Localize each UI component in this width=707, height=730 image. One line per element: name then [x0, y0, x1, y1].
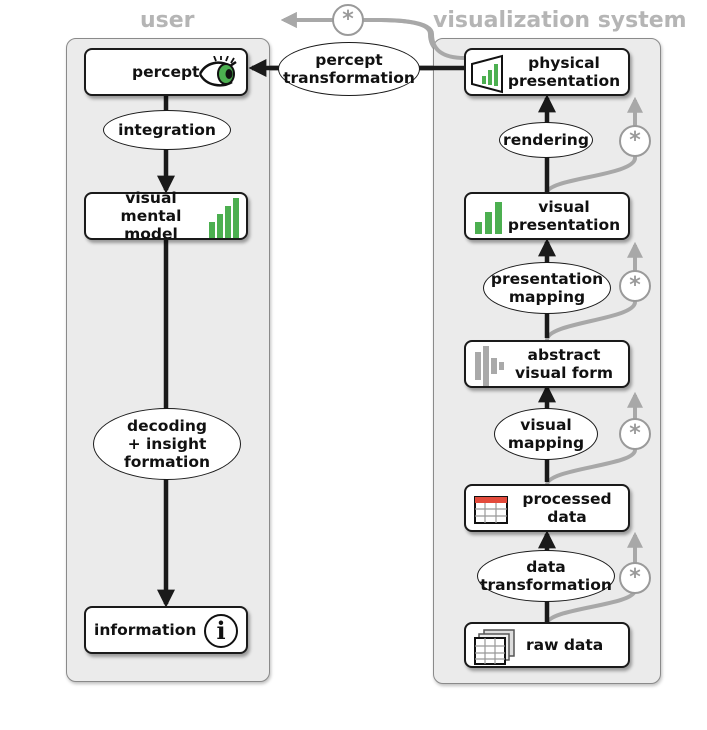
stacked-table-icon [474, 629, 515, 665]
feedback-path-presentation-mapping-overlay [545, 241, 643, 341]
visual-mapping-oval: visual mapping [494, 408, 598, 460]
abstract-visual-form-line1: abstract [527, 346, 601, 364]
feedback-path-visual-mapping-overlay [545, 391, 643, 486]
data-transformation-oval: data transformation [477, 550, 615, 602]
integration-label: integration [118, 121, 216, 139]
figure-caption [0, 708, 707, 730]
presentation-mapping-oval: presentation mapping [483, 262, 611, 314]
information-node: information i [84, 606, 248, 654]
percept-transformation-oval: percept transformation [278, 42, 420, 96]
bar-chart-icon [209, 198, 239, 238]
physical-presentation-line2: presentation [507, 72, 621, 90]
interaction-star-data-transformation: * [619, 562, 651, 594]
percept-transformation-line1: percept [315, 51, 383, 69]
visual-presentation-node: visual presentation [464, 192, 630, 240]
decoding-line3: formation [123, 453, 211, 471]
raw-data-node: raw data [464, 622, 630, 668]
percept-transformation-line2: transformation [283, 69, 415, 87]
visual-mental-model-node: visual mental model [84, 189, 248, 243]
abstract-visual-form-line2: visual form [514, 364, 614, 382]
info-icon: i [204, 614, 238, 648]
rendering-label: rendering [503, 131, 589, 149]
physical-presentation-line1: physical [528, 54, 600, 72]
system-column-title: visualization system [433, 8, 687, 33]
visual-mental-model-line1: visual [125, 189, 177, 207]
decoding-line1: decoding [127, 417, 207, 435]
screen-chart-icon [471, 54, 503, 94]
visual-mapping-line1: visual [520, 416, 572, 434]
bar-chart-icon [475, 202, 502, 234]
interaction-star-visual-mapping: * [619, 418, 651, 450]
integration-oval: integration [103, 110, 231, 150]
physical-presentation-node: physical presentation [464, 48, 630, 96]
decoding-line2: + insight [127, 435, 207, 453]
processed-data-node: processed data [464, 484, 630, 532]
feedback-path-rendering-overlay [545, 96, 643, 194]
data-transformation-line2: transformation [480, 576, 612, 594]
table-icon [474, 496, 508, 524]
visual-mapping-line2: mapping [507, 434, 585, 452]
processed-data-line2: data [547, 508, 587, 526]
information-label: information [94, 621, 197, 639]
decoding-insight-oval: decoding + insight formation [93, 408, 241, 480]
data-transformation-line1: data [526, 558, 566, 576]
feedback-path-percept-overlay [280, 12, 466, 60]
presentation-mapping-line1: presentation [490, 270, 604, 288]
raw-data-label: raw data [526, 636, 604, 654]
interaction-star-percept: * [332, 4, 364, 36]
eye-icon [198, 56, 237, 87]
abstract-visual-form-node: abstract visual form [464, 340, 630, 388]
percept-label: percept [132, 63, 200, 81]
rendering-oval: rendering [499, 122, 593, 158]
processed-data-line1: processed [522, 490, 612, 508]
visual-mental-model-line2: mental model [120, 207, 182, 243]
visual-presentation-line1: visual [538, 198, 590, 216]
user-column-title: user [140, 8, 195, 33]
percept-node: percept [84, 48, 248, 96]
presentation-mapping-line2: mapping [508, 288, 586, 306]
interaction-star-presentation-mapping: * [619, 270, 651, 302]
interaction-star-rendering: * [619, 125, 651, 157]
abstract-bars-icon [475, 346, 504, 386]
visual-presentation-line2: presentation [507, 216, 621, 234]
